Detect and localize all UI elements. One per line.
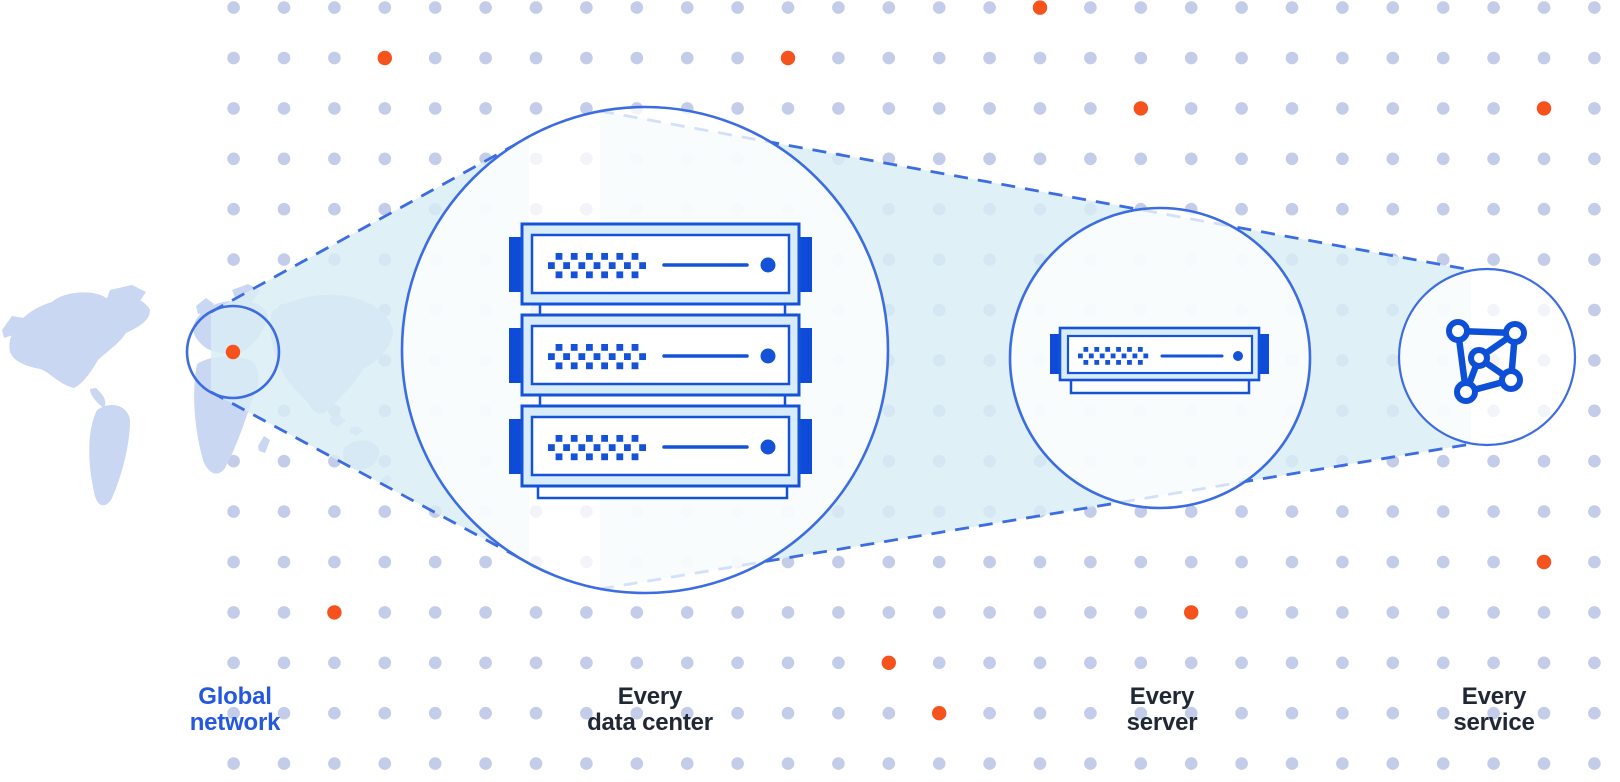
server-led xyxy=(760,257,776,273)
map-madagascar xyxy=(258,436,270,453)
server-faceplate xyxy=(530,233,791,295)
label-every-server: Every server xyxy=(1126,683,1198,736)
map-uk xyxy=(196,298,214,314)
server-tab-right xyxy=(797,419,812,474)
server-led xyxy=(760,348,776,364)
server-vent-pattern xyxy=(1078,347,1149,365)
mesh-node-bottom-left xyxy=(1454,380,1478,404)
server-faceplate xyxy=(530,324,791,386)
label-every-service: Every service xyxy=(1453,683,1535,736)
map-marker-orange-dot xyxy=(225,344,241,360)
map-south-america xyxy=(89,405,130,506)
dashed-line-left-bottom xyxy=(210,390,530,565)
mesh-node-top-right xyxy=(1503,321,1527,345)
server-tab-right xyxy=(797,237,812,292)
dashed-line-left-top xyxy=(210,135,530,314)
server-led xyxy=(760,439,776,455)
server-unit-1 xyxy=(509,222,812,306)
single-server-icon xyxy=(1050,326,1269,395)
server-faceplate xyxy=(530,415,791,477)
server-tab-left xyxy=(509,328,524,383)
server-rack-stack-icon xyxy=(509,222,812,500)
mesh-network-icon xyxy=(1446,319,1527,404)
map-north-america xyxy=(9,292,151,388)
map-alaska xyxy=(2,316,24,338)
server-tab-right xyxy=(797,328,812,383)
server-faceplate xyxy=(1066,334,1254,375)
mesh-node-center xyxy=(1468,347,1490,369)
server-vent-pattern xyxy=(548,435,646,461)
map-zoom-circle xyxy=(185,304,281,400)
label-global-network: Global network xyxy=(189,683,281,736)
mesh-node-bottom-right xyxy=(1499,368,1523,392)
mesh-node-top-left xyxy=(1446,319,1470,343)
server-tab-left xyxy=(509,419,524,474)
server-led xyxy=(1233,351,1243,361)
server-unit-3 xyxy=(509,404,812,488)
label-every-data-center: Every data center xyxy=(587,683,713,736)
map-central-america xyxy=(90,388,106,408)
server-tab-left xyxy=(509,237,524,292)
server-vent-pattern xyxy=(548,344,646,370)
server-vent-pattern xyxy=(548,253,646,279)
server-unit-2 xyxy=(509,313,812,397)
